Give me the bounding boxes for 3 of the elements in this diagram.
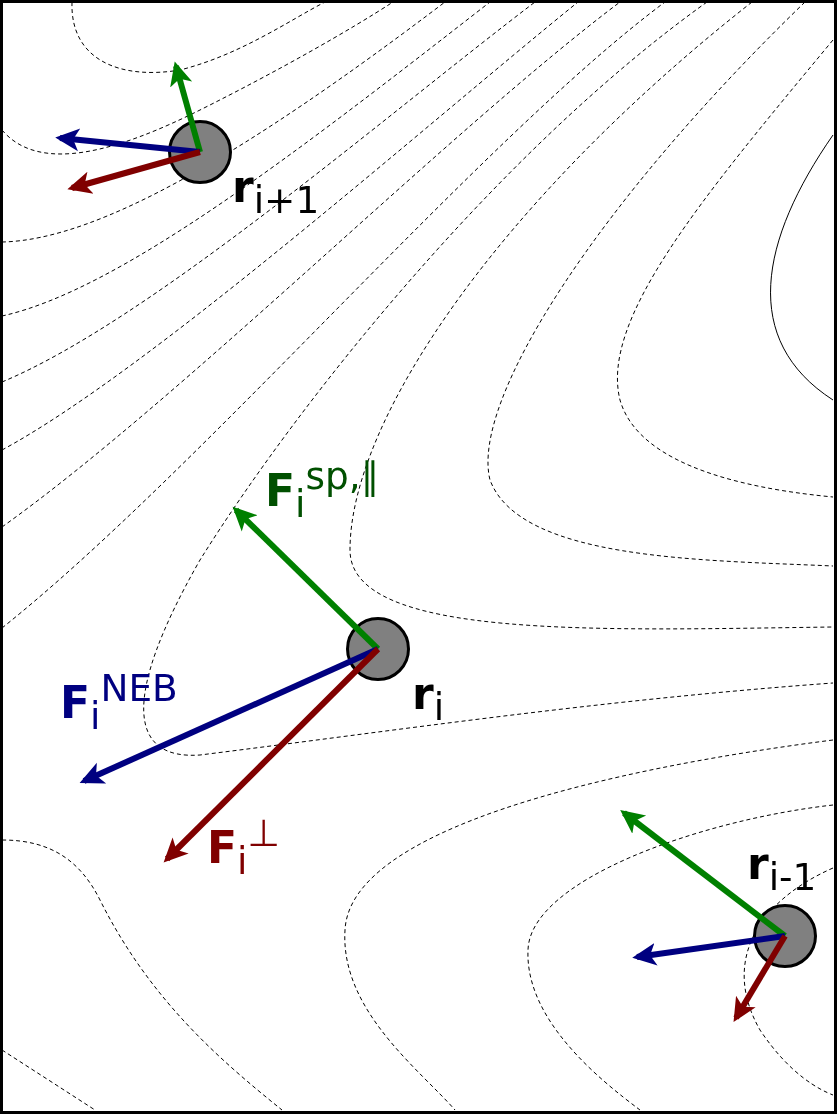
position-label: r$_{i}$ (412, 672, 445, 727)
position-label: r$_{i-1}$ (747, 842, 817, 897)
position-label: r$_{i+1}$ (232, 165, 320, 220)
